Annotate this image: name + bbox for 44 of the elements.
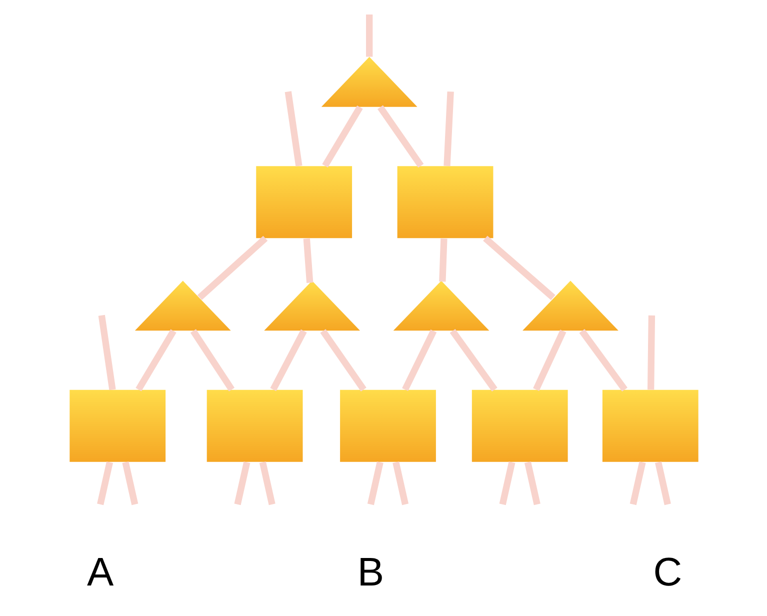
node-triangle <box>392 280 489 331</box>
node-triangle <box>320 56 417 107</box>
connector <box>284 91 302 166</box>
label: B <box>356 550 384 594</box>
connector <box>402 330 436 391</box>
connector <box>98 314 116 390</box>
connector <box>524 461 540 506</box>
connector <box>532 330 566 391</box>
node-box <box>206 390 302 462</box>
connector <box>654 461 670 506</box>
connector <box>302 238 313 283</box>
connector <box>377 105 424 168</box>
connector <box>190 329 234 392</box>
connector <box>629 461 646 506</box>
label: A <box>86 550 114 594</box>
node-box <box>340 390 436 462</box>
connector <box>366 14 372 57</box>
node-triangle <box>522 280 618 331</box>
connector <box>443 91 454 166</box>
connector <box>482 236 555 300</box>
connector <box>578 329 627 392</box>
node-box <box>69 390 166 462</box>
connector <box>322 106 362 168</box>
connector <box>320 329 366 392</box>
connector <box>135 329 176 392</box>
connector <box>270 329 306 392</box>
label: C <box>652 550 682 594</box>
connector <box>258 461 275 506</box>
connector <box>647 315 655 390</box>
node-box <box>602 390 698 462</box>
node-box <box>471 390 568 462</box>
connector <box>366 461 383 506</box>
node-triangle <box>134 280 230 331</box>
connector <box>96 461 112 506</box>
node-triangle <box>264 280 360 331</box>
connector <box>392 461 408 506</box>
connector <box>122 461 138 506</box>
connector <box>196 236 268 300</box>
connector <box>234 461 250 506</box>
connector <box>438 238 447 282</box>
connector <box>449 329 497 392</box>
node-box <box>396 166 493 238</box>
node-box <box>256 166 352 238</box>
connector <box>498 461 515 506</box>
